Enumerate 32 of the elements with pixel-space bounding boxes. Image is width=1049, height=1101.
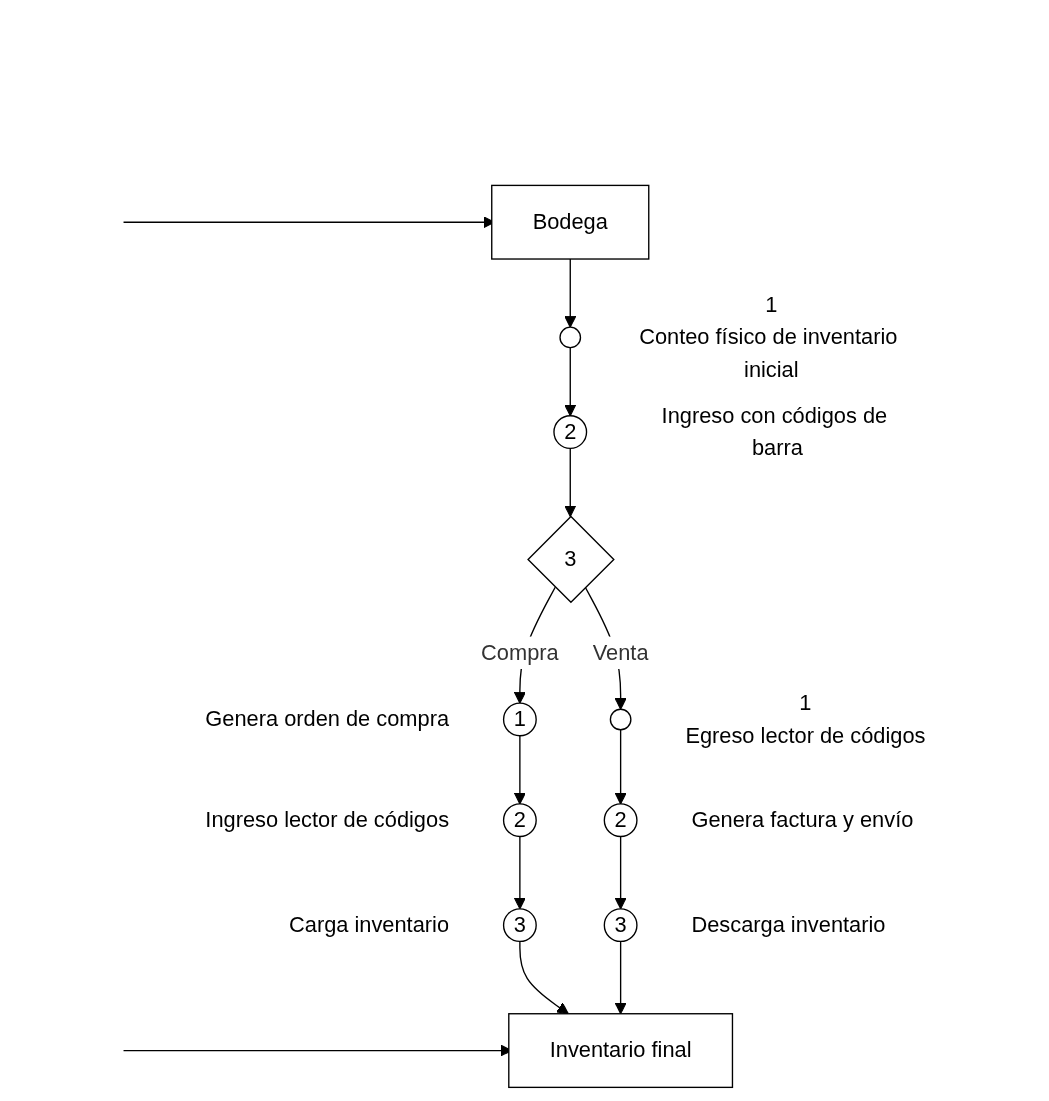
- arrow: [614, 835, 627, 910]
- arrow: [564, 258, 577, 328]
- edge-label: Venta: [592, 640, 649, 664]
- edge-label: Compra: [481, 640, 559, 664]
- node-label: Genera factura y envío: [691, 807, 914, 832]
- node-label: Genera orden de compra: [205, 707, 450, 731]
- arrow: [513, 835, 526, 910]
- arrow: [519, 940, 569, 1015]
- arrow: [564, 346, 577, 417]
- node-label: Ingreso con códigos de barra: [661, 403, 888, 460]
- node-diamond: 3: [527, 515, 615, 604]
- node-label: 1: [799, 690, 812, 715]
- node-circle: 1: [502, 702, 537, 737]
- node-box: Inventario final: [508, 1013, 734, 1089]
- node-label: Ingreso lector de códigos: [205, 807, 450, 832]
- arrow: [564, 447, 577, 518]
- node-label: 1: [765, 292, 778, 316]
- node-circle: [609, 708, 632, 731]
- node-box: Bodega: [491, 184, 650, 260]
- node-label: Descarga inventario: [691, 912, 886, 937]
- node-label: Carga inventario: [289, 912, 450, 937]
- node-circle: 2: [603, 803, 638, 838]
- node-circle: [559, 326, 582, 349]
- node-label: Conteo físico de inventario inicial: [639, 325, 898, 382]
- arrow: [513, 735, 526, 805]
- node-label: Egreso lector de códigos: [685, 723, 926, 747]
- arrow: [614, 729, 627, 805]
- arrow: [614, 940, 627, 1015]
- node-circle: 3: [502, 908, 537, 943]
- node-circle: 3: [603, 908, 638, 943]
- node-circle: 2: [502, 803, 537, 838]
- node-circle: 2: [553, 415, 588, 450]
